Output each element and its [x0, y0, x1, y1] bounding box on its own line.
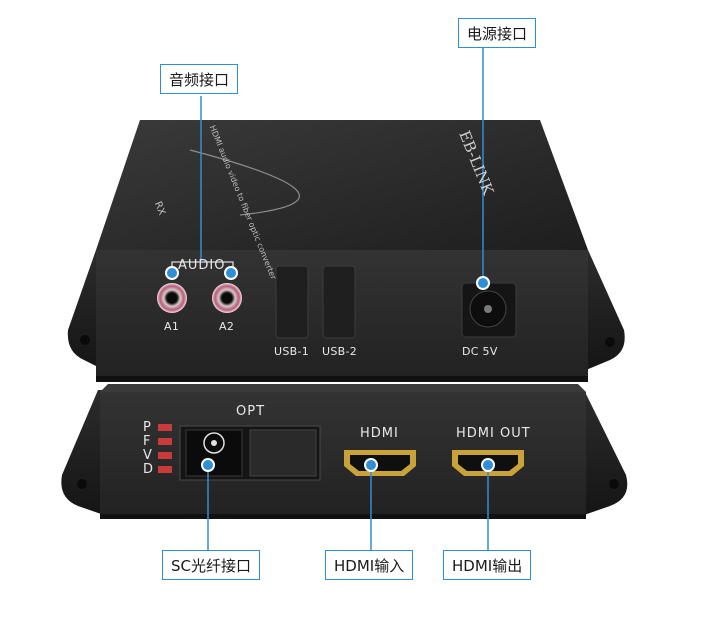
usb-port-1 — [275, 265, 309, 339]
dot-audio-a2 — [224, 266, 238, 280]
audio-label: AUDIO — [178, 258, 226, 273]
led-d — [158, 466, 172, 473]
usb1-label: USB-1 — [274, 345, 310, 358]
a2-label: A2 — [219, 320, 235, 333]
mounting-ear-left — [67, 250, 104, 370]
opt-label: OPT — [236, 404, 266, 419]
led-v-label: V — [143, 448, 153, 463]
led-f — [158, 438, 172, 445]
usb-port-2 — [322, 265, 356, 339]
callout-hdmi-input: HDMI输入 — [325, 550, 414, 580]
dot-power — [476, 276, 490, 290]
mounting-ear-left-lower — [61, 390, 104, 515]
dot-hdmi-in — [364, 458, 378, 472]
callout-hdmi-output: HDMI输出 — [443, 550, 532, 580]
dot-hdmi-out — [481, 458, 495, 472]
callout-power-interface: 电源接口 — [458, 18, 537, 48]
hdmi-out-label: HDMI OUT — [456, 426, 531, 441]
dot-sc — [201, 458, 215, 472]
usb2-label: USB-2 — [322, 345, 358, 358]
led-p — [158, 424, 172, 431]
a1-label: A1 — [164, 320, 180, 333]
top-cover — [96, 120, 588, 250]
mounting-ear-right — [586, 250, 625, 370]
hdmi-label: HDMI — [360, 426, 399, 441]
dc-label: DC 5V — [462, 345, 498, 358]
callout-sc-fiber-interface: SC光纤接口 — [162, 550, 260, 580]
led-v — [158, 452, 172, 459]
mounting-ear-right-lower — [584, 390, 628, 515]
callout-audio-interface: 音频接口 — [160, 64, 239, 94]
led-p-label: P — [143, 420, 152, 435]
dot-audio-a1 — [165, 266, 179, 280]
led-d-label: D — [143, 462, 155, 477]
led-f-label: F — [143, 434, 152, 449]
